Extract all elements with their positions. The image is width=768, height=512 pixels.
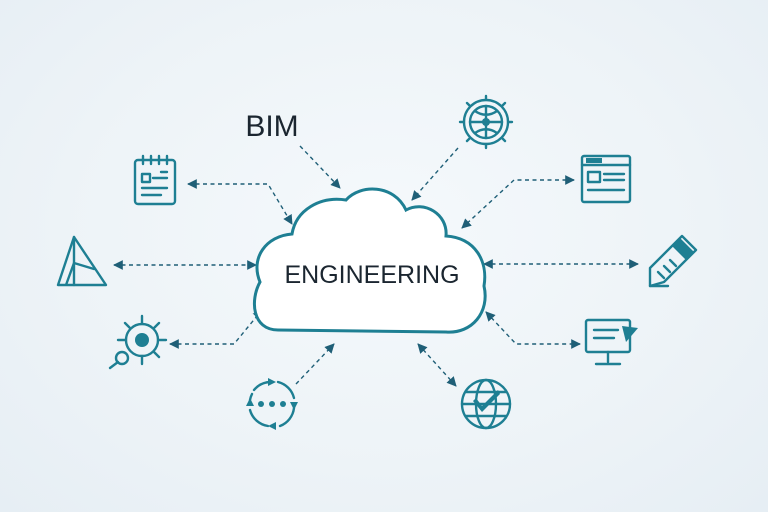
gear-globe-icon	[458, 94, 514, 150]
connector-bim	[299, 145, 341, 189]
connector-group	[113, 145, 639, 387]
connector-monitor	[485, 311, 581, 349]
browser-window-icon	[580, 154, 632, 204]
globe-check-icon	[460, 378, 512, 430]
center-label: ENGINEERING	[284, 261, 459, 289]
connector-browser	[461, 175, 575, 229]
calendar-blueprint-icon	[133, 154, 177, 206]
connector-cycle	[295, 343, 335, 385]
pencil-ruler-icon	[648, 234, 698, 288]
monitor-icon	[584, 318, 638, 366]
sail-triangle-icon	[56, 235, 108, 287]
connector-globe-check	[417, 343, 457, 387]
connector-gear-magnifier	[169, 309, 263, 349]
connector-calendar	[187, 179, 293, 225]
bim-label: BIM	[245, 110, 298, 143]
gear-magnifier-icon	[108, 314, 168, 370]
connector-gear-globe	[411, 147, 459, 201]
cloud-shape	[252, 187, 487, 334]
dotted-cycle-icon	[246, 378, 298, 430]
